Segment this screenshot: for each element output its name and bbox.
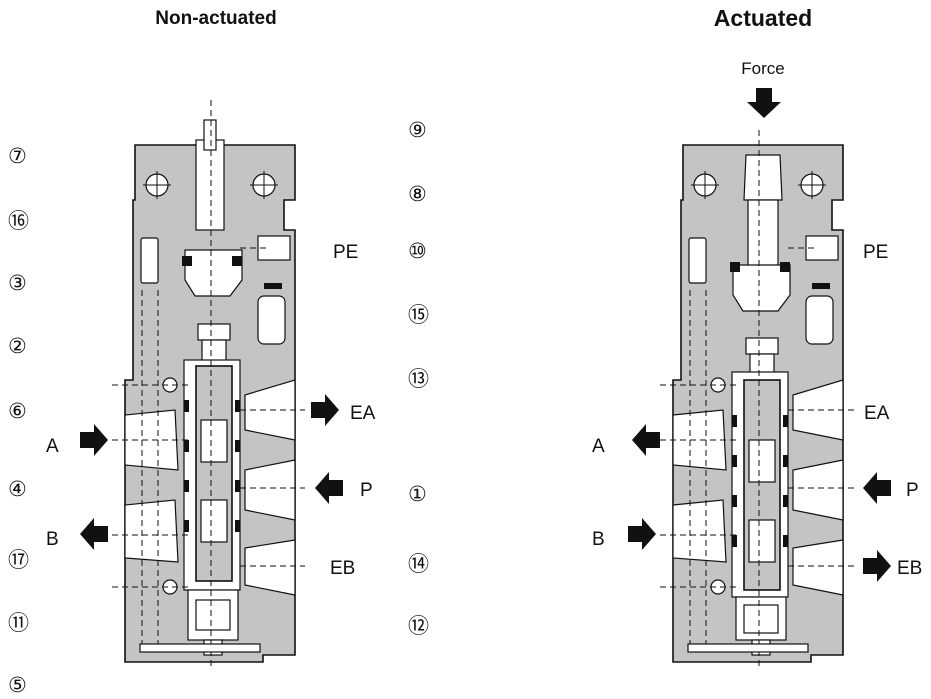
port-label-p: P (906, 480, 919, 501)
pocket (140, 237, 159, 284)
part-number: ⑤ (8, 673, 27, 697)
pocket (805, 295, 834, 345)
arrow-p-in-icon (863, 472, 891, 504)
port-eb-cavity (792, 539, 844, 596)
part-numbers-left: ⑦ ⑯ ③ ② ⑥ ④ ⑰ ⑪ ⑤ (8, 144, 29, 697)
arrow-a-in-icon (80, 424, 108, 456)
port-b-cavity (124, 499, 179, 563)
part-number: ④ (8, 477, 27, 501)
part-number: ① (408, 482, 427, 506)
port-label-b: B (592, 529, 605, 550)
port-p-cavity (244, 459, 296, 521)
port-label-b: B (46, 529, 59, 550)
plunger-head (743, 154, 783, 201)
arrow-ea-out-icon (311, 394, 339, 426)
arrow-b-out-icon (80, 518, 108, 550)
port-label-p: P (360, 480, 373, 501)
part-number: ⑩ (408, 239, 427, 263)
part-numbers-middle: ⑨ ⑧ ⑩ ⑮ ⑬ ① ⑭ ⑫ (408, 118, 429, 638)
pocket (257, 295, 286, 345)
port-label-ea: EA (350, 403, 376, 424)
part-number: ⑬ (408, 367, 429, 391)
valve-actuated (660, 130, 855, 670)
part-number: ③ (8, 271, 27, 295)
arrow-eb-out-icon (863, 550, 891, 582)
port-label-a: A (592, 436, 605, 457)
port-p-cavity (792, 459, 844, 521)
port-label-eb: EB (897, 558, 922, 579)
spool (195, 365, 233, 582)
valve-non-actuated (112, 100, 305, 670)
arrow-a-out-icon (632, 424, 660, 456)
part-number: ⑪ (8, 611, 29, 635)
part-number: ⑨ (408, 118, 427, 142)
port-label-pe: PE (863, 242, 888, 263)
part-number: ⑥ (8, 399, 27, 423)
arrow-b-in-icon (628, 518, 656, 550)
port-eb-cavity (244, 539, 296, 596)
part-number: ⑧ (408, 182, 427, 206)
title-actuated: Actuated (714, 5, 812, 31)
pocket (688, 237, 707, 284)
part-number: ⑮ (408, 303, 429, 327)
plunger-stem (203, 119, 217, 151)
part-number: ⑭ (408, 552, 429, 576)
port-label-a: A (46, 436, 59, 457)
part-number: ② (8, 334, 27, 358)
port-label-eb: EB (330, 558, 355, 579)
part-number: ⑦ (8, 144, 27, 168)
port-label-pe: PE (333, 242, 358, 263)
arrow-p-in-icon (315, 472, 343, 504)
part-number: ⑯ (8, 209, 29, 233)
port-label-ea: EA (864, 403, 890, 424)
force-arrow-down-icon (747, 88, 781, 118)
part-number: ⑫ (408, 614, 429, 638)
plunger-channel (195, 139, 225, 231)
force-label: Force (741, 59, 784, 78)
port-b-cavity (672, 499, 727, 563)
part-number: ⑰ (8, 548, 29, 572)
title-non-actuated: Non-actuated (155, 8, 276, 29)
